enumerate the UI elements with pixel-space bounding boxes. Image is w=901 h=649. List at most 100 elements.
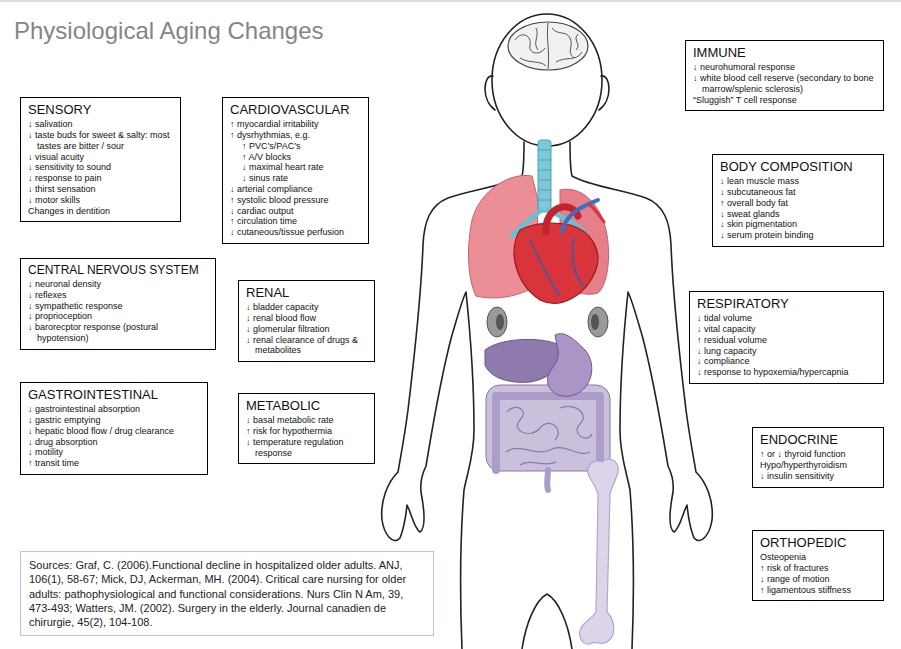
system-heading: GASTROINTESTINAL: [28, 387, 201, 403]
brain-fold: [520, 58, 546, 66]
change-item: ↓ maximal heart rate: [242, 162, 362, 173]
system-box: CENTRAL NERVOUS SYSTEM↓ neuronal density…: [20, 258, 216, 350]
change-item: ↓ sinus rate: [242, 173, 362, 184]
rectum: [544, 470, 551, 490]
change-item: ↓ response to hypoxemia/hypercapnia: [697, 367, 877, 378]
system-heading: IMMUNE: [693, 45, 877, 61]
change-item: ↑ overall body fat: [720, 198, 877, 209]
change-item: ↓ renal clearance of drugs & metabolites: [246, 335, 368, 357]
change-item: ↓ glomerular filtration: [246, 324, 368, 335]
change-item: ↓ arterial compliance: [230, 184, 362, 195]
change-item: ↑ residual volume: [697, 335, 877, 346]
system-heading: BODY COMPOSITION: [720, 159, 877, 175]
trachea-ring: [538, 190, 551, 191]
change-item: ↑ or ↓ thyroid function: [760, 449, 877, 460]
ear-outline: [485, 76, 495, 110]
brain-folds: [515, 23, 582, 69]
leg-outline: [522, 594, 572, 649]
change-item: ↓ skin pigmentation: [720, 219, 877, 230]
change-item: ↓ gastrointestinal absorption: [28, 404, 201, 415]
change-item: ↓ white blood cell reserve (secondary to…: [693, 73, 877, 95]
system-box: CARDIOVASCULAR↑ myocardial irritability↑…: [222, 97, 369, 244]
change-item: ↓ sweat glands: [720, 209, 877, 220]
system-heading: SENSORY: [28, 102, 174, 118]
intestine-coil: [506, 448, 590, 454]
change-item: ↓ bladder capacity: [246, 302, 368, 313]
change-item: “Sluggish” T cell response: [693, 95, 877, 106]
intestine-coil: [507, 407, 558, 440]
brain-fold: [547, 23, 548, 69]
system-box: RESPIRATORY↓ tidal volume↓ vital capacit…: [689, 291, 884, 384]
change-item: ↑ risk of fractures: [760, 563, 877, 574]
trachea-ring: [538, 180, 551, 181]
change-item: ↓ range of motion: [760, 574, 877, 585]
stomach: [547, 334, 591, 397]
system-box: ENDOCRINE↑ or ↓ thyroid functionHypo/hyp…: [752, 427, 884, 488]
kidney-pelvis: [591, 314, 599, 330]
coronary-vessel: [530, 238, 584, 296]
intestines: [486, 385, 610, 471]
change-item: ↑ ligamentous stiffness: [760, 585, 877, 596]
change-item: ↓ neuronal density: [28, 279, 209, 290]
brain-fold: [556, 52, 582, 62]
change-item: ↓ motility: [28, 447, 201, 458]
change-item: ↓ sympathetic response: [28, 301, 209, 312]
system-box: IMMUNE↓ neurohumoral response↓ white blo…: [685, 40, 884, 111]
change-item: ↓ salivation: [28, 119, 174, 130]
brain-fold: [576, 34, 578, 50]
system-heading: ORTHOPEDIC: [760, 535, 877, 551]
change-item: ↑ risk for hypothermia: [246, 426, 368, 437]
trachea: [538, 140, 551, 212]
change-item: ↓ drug absorption: [28, 437, 201, 448]
system-heading: CARDIOVASCULAR: [230, 102, 362, 118]
trachea-ring: [538, 200, 551, 201]
change-item: Osteopenia: [760, 552, 877, 563]
change-item: ↓ gastric emptying: [28, 415, 201, 426]
change-item: ↓ cardiac output: [230, 206, 362, 217]
top-rule: [0, 0, 901, 2]
citation-text: Sources: Graf, C. (2006).Functional decl…: [29, 558, 425, 629]
change-item: ↓ neurohumoral response: [693, 62, 877, 73]
trachea-rings: [538, 150, 551, 200]
kidney: [588, 307, 608, 337]
change-item: ↓ thirst sensation: [28, 184, 174, 195]
change-item: ↑ systolic blood pressure: [230, 195, 362, 206]
change-item: ↓ motor skills: [28, 195, 174, 206]
change-item: ↓ taste buds for sweet & salty: most tas…: [28, 130, 174, 152]
change-item: ↓ proprioception: [28, 311, 209, 322]
femur: [580, 459, 618, 644]
ear-outline: [599, 76, 609, 110]
system-box: GASTROINTESTINAL↓ gastrointestinal absor…: [20, 382, 208, 475]
change-item: ↑ circulation time: [230, 216, 362, 227]
change-item: ↓ tidal volume: [697, 313, 877, 324]
change-item: ↓ renal blood flow: [246, 313, 368, 324]
system-heading: ENDOCRINE: [760, 432, 877, 448]
brain-fold: [536, 28, 538, 50]
change-item: ↓ basal metabolic rate: [246, 415, 368, 426]
sources-box: Sources: Graf, C. (2006).Functional decl…: [20, 551, 434, 636]
trachea-ring: [538, 150, 551, 151]
system-box: ORTHOPEDICOsteopenia↑ risk of fractures↓…: [752, 530, 884, 601]
head-outline: [492, 14, 602, 146]
system-box: SENSORY↓ salivation↓ taste buds for swee…: [20, 97, 181, 222]
change-item: Hypo/hyperthyroidism: [760, 460, 877, 471]
trachea-ring: [538, 170, 551, 171]
change-item: ↓ compliance: [697, 356, 877, 367]
change-item: ↑ A/V blocks: [242, 152, 362, 163]
kidney-pelvis: [496, 314, 504, 330]
heart: [514, 223, 598, 303]
system-box: METABOLIC↓ basal metabolic rate↑ risk fo…: [238, 393, 375, 464]
change-item: ↓ visual acuity: [28, 152, 174, 163]
system-heading: RESPIRATORY: [697, 296, 877, 312]
system-box: RENAL↓ bladder capacity↓ renal blood flo…: [238, 280, 375, 362]
large-intestine: [496, 396, 600, 470]
intestine-coils: [506, 406, 592, 465]
brain-fold: [515, 35, 545, 53]
change-item: ↓ hepatic blood flow / drug clearance: [28, 426, 201, 437]
artery: [590, 205, 604, 222]
change-item: ↑ transit time: [28, 458, 201, 469]
change-item: ↓ temperature regulation response: [246, 437, 368, 459]
brain: [508, 22, 588, 70]
trachea-ring: [538, 160, 551, 161]
change-item: ↓ barorecptor response (postural hypoten…: [28, 322, 209, 344]
